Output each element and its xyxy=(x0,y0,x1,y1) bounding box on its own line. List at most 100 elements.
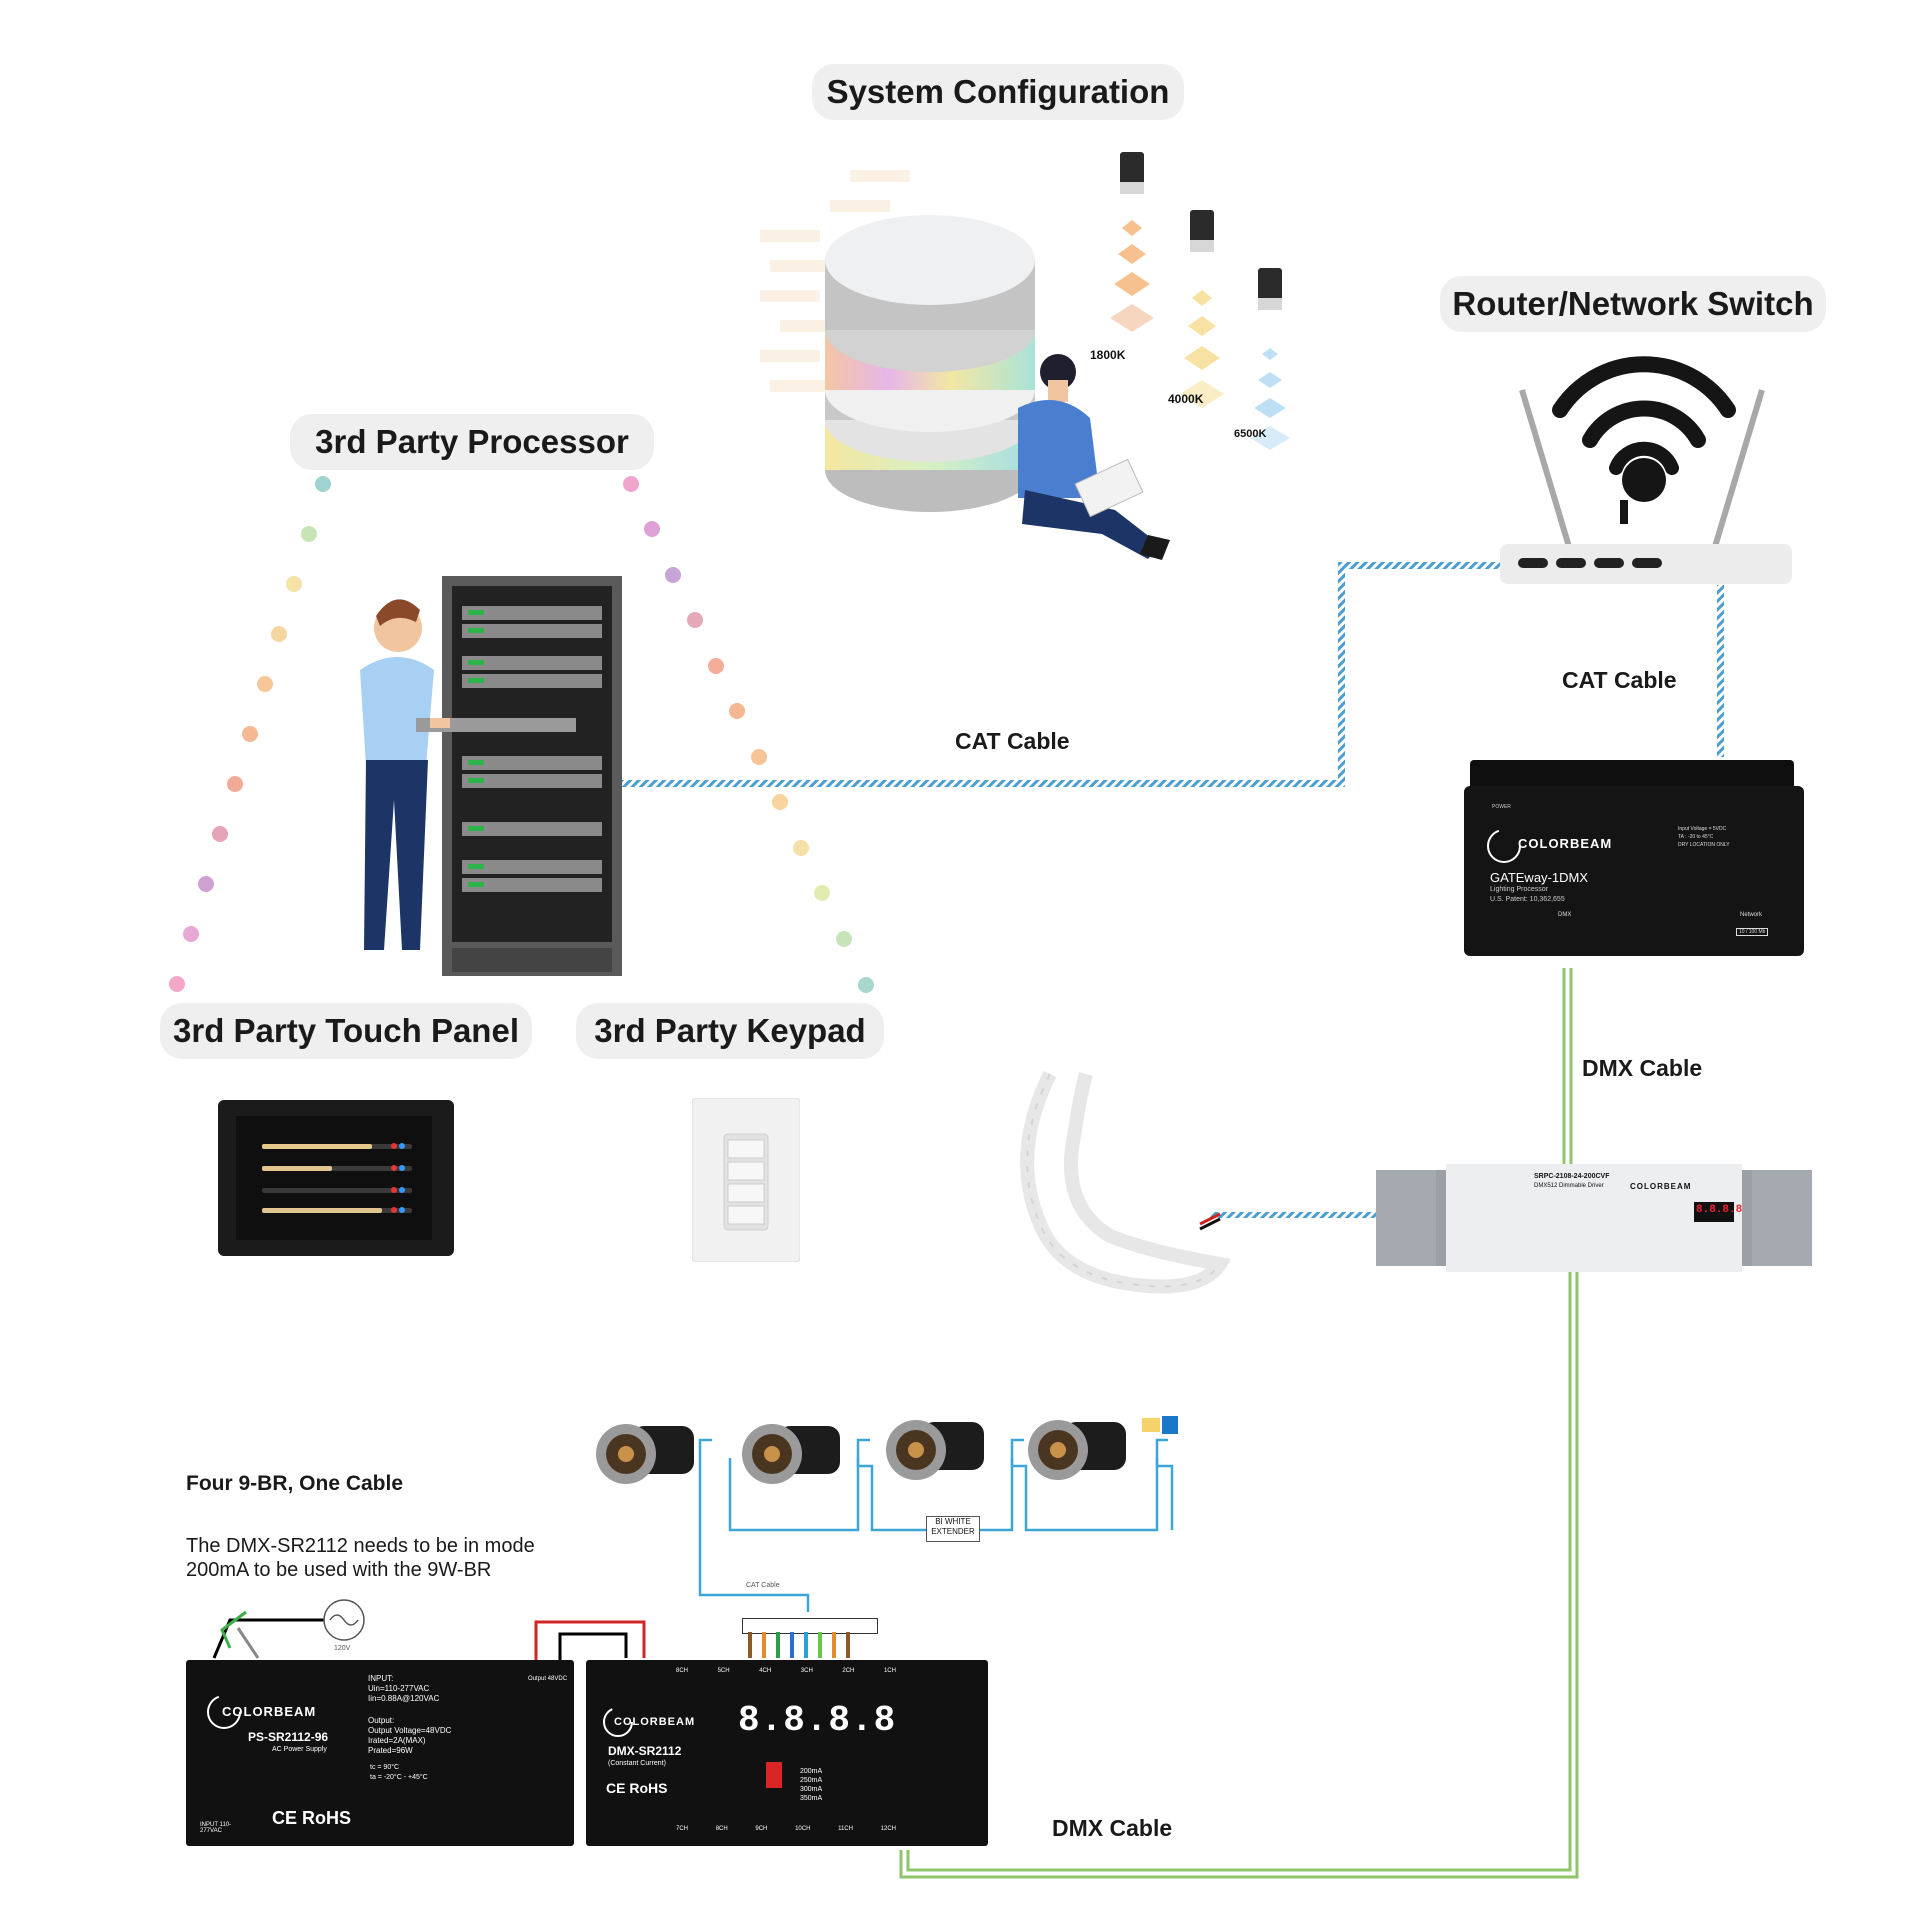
dmx-cable-driver-sr2112 xyxy=(899,1270,1579,1879)
gateway-subtitle: Lighting Processor xyxy=(1490,886,1548,893)
dmx-sr2112-mode-1: 200mA xyxy=(800,1768,823,1775)
channel-label: 4CH xyxy=(759,1668,772,1674)
extender-line-2: EXTENDER xyxy=(931,1527,975,1536)
strip-cable xyxy=(1210,1212,1390,1218)
gateway-device xyxy=(1464,760,1804,956)
keypad-device xyxy=(692,1098,800,1262)
dmx-sr2112-mode-4: 350mA xyxy=(800,1795,823,1802)
led-strip xyxy=(1020,1070,1230,1294)
gateway-dry: DRY LOCATION ONLY xyxy=(1678,842,1730,848)
dmx-sr2112-mode-3: 300mA xyxy=(800,1786,823,1793)
br-fixture-3 xyxy=(886,1420,984,1480)
dmx-sr2112-brand: COLORBEAM xyxy=(614,1716,696,1728)
connector-wires xyxy=(748,1632,850,1658)
label-cat-cable-left: CAT Cable xyxy=(955,728,1070,754)
dmx-sr2112-channels-top: 8CH 5CH 4CH 3CH 2CH 1CH xyxy=(676,1668,896,1674)
channel-label: 1CH xyxy=(883,1668,896,1674)
dotted-arc-keypad xyxy=(623,476,874,993)
br-fixture-wiring xyxy=(698,1438,1174,1612)
driver-subtitle: DMX512 Dimmable Driver xyxy=(1534,1183,1604,1189)
label-third-party-processor: 3rd Party Processor xyxy=(290,414,654,470)
dmx-sr2112-logo xyxy=(603,1707,633,1737)
gateway-dmx: DMX xyxy=(1558,912,1572,918)
channel-label: 8CH xyxy=(715,1826,728,1832)
lamp-1800k xyxy=(1110,152,1154,332)
gateway-network-speed: 10 / 100 Mb xyxy=(1736,928,1769,936)
br-fixture-1 xyxy=(596,1424,694,1484)
channel-label: 9CH xyxy=(755,1826,768,1832)
channel-label: 10CH xyxy=(795,1826,811,1832)
label-cat-cable-right: CAT Cable xyxy=(1562,667,1677,693)
dmx-sr2112-model: DMX-SR2112 xyxy=(608,1744,682,1758)
cat-cable-router-gateway xyxy=(1717,585,1724,757)
label-dmx-cable-top: DMX Cable xyxy=(1582,1055,1703,1081)
driver-display: 8.8.8.8 xyxy=(1696,1204,1743,1216)
power-supply-ta: ta = -20°C - +45°C xyxy=(370,1774,428,1781)
driver-brand: COLORBEAM xyxy=(1630,1182,1692,1191)
gateway-ta: TA : -20 to 45°C xyxy=(1678,834,1714,840)
system-configuration-illustration xyxy=(760,152,1290,560)
power-supply-subtitle: AC Power Supply xyxy=(272,1746,327,1753)
channel-label: 2CH xyxy=(842,1668,855,1674)
power-supply-logo xyxy=(207,1695,241,1729)
lamp-4000k xyxy=(1180,210,1224,408)
touch-panel-device xyxy=(218,1100,454,1256)
channel-label: 8CH xyxy=(676,1668,689,1674)
channel-label: 3CH xyxy=(800,1668,813,1674)
dmx-sr2112-display: 8.8.8.8 xyxy=(738,1700,897,1741)
notes-line-2: 200mA to be used with the 9W-BR xyxy=(186,1559,492,1581)
power-supply-input-v: Uin=110-277VAC xyxy=(368,1684,430,1693)
power-supply-model: PS-SR2112-96 xyxy=(248,1730,329,1744)
processor-rack-illustration xyxy=(360,576,622,976)
channel-label: 5CH xyxy=(717,1668,730,1674)
power-supply-input-a: Iin=0.88A@120VAC xyxy=(368,1694,440,1703)
channel-label: 11CH xyxy=(838,1826,853,1832)
dmx-sr2112-subtitle: (Constant Current) xyxy=(608,1760,666,1767)
label-router-network-switch: Router/Network Switch xyxy=(1440,276,1826,332)
power-supply-output-p: Prated=96W xyxy=(368,1746,413,1755)
color-temp-4000k: 4000K xyxy=(1168,392,1204,406)
power-supply-input-title: INPUT: xyxy=(368,1674,394,1683)
dimmable-driver-device xyxy=(1376,1164,1812,1272)
br-fixtures xyxy=(596,1416,1178,1484)
cat-cable-small-label: CAT Cable xyxy=(746,1582,780,1589)
notes-title: Four 9-BR, One Cable xyxy=(186,1472,404,1495)
connector-block xyxy=(742,1618,878,1634)
router-icon xyxy=(1500,356,1792,584)
power-supply-output-title: Output: xyxy=(368,1716,395,1725)
gateway-model: GATEway-1DMX xyxy=(1490,870,1588,885)
power-supply-input-bottom: INPUT 110-277VAC xyxy=(200,1822,232,1834)
label-third-party-keypad: 3rd Party Keypad xyxy=(576,1003,884,1059)
label-system-configuration: System Configuration xyxy=(812,64,1184,120)
power-supply-output-a: Irated=2A(MAX) xyxy=(368,1736,426,1745)
power-supply-device xyxy=(186,1660,574,1846)
power-supply-output-v: Output Voltage=48VDC xyxy=(368,1726,452,1735)
bi-white-extender: BI WHITE EXTENDER xyxy=(926,1516,980,1542)
channel-label: 7CH xyxy=(676,1826,689,1832)
dmx-sr2112-dip xyxy=(766,1762,782,1788)
power-supply-marks: CE RoHS xyxy=(272,1808,352,1828)
label-dmx-cable-bottom: DMX Cable xyxy=(1052,1815,1173,1841)
driver-model: SRPC-2108-24-200CVF xyxy=(1534,1173,1610,1180)
dmx-sr2112-marks: CE RoHS xyxy=(606,1780,668,1796)
voltage-label: 120V xyxy=(334,1645,351,1652)
dmx-sr2112-channels-bottom: 7CH 8CH 9CH 10CH 11CH 12CH xyxy=(676,1826,896,1832)
dotted-arc-touch-panel xyxy=(169,476,331,992)
power-supply-tc: tc = 90°C xyxy=(370,1764,400,1771)
notes-line-1: The DMX-SR2112 needs to be in mode xyxy=(186,1535,535,1557)
gateway-input: Input Voltage = 5VDC xyxy=(1678,826,1727,832)
gateway-brand: COLORBEAM xyxy=(1518,836,1613,851)
lamp-6500k xyxy=(1250,268,1290,450)
power-supply-output-label: Output 48VDC xyxy=(528,1676,568,1682)
gateway-power: POWER xyxy=(1492,804,1511,810)
color-temp-1800k: 1800K xyxy=(1090,348,1126,362)
color-temp-6500k: 6500K xyxy=(1234,428,1267,440)
dmx-cable-gateway-driver xyxy=(1562,968,1573,1165)
cat-cable-processor-router xyxy=(622,562,1500,787)
dmx-sr2112-mode-2: 250mA xyxy=(800,1777,823,1784)
dmx-sr2112-device xyxy=(586,1660,988,1846)
power-supply-brand: COLORBEAM xyxy=(222,1704,317,1719)
gateway-patent: U.S. Patent: 10,362,655 xyxy=(1490,896,1565,903)
br-fixture-2 xyxy=(742,1424,840,1484)
